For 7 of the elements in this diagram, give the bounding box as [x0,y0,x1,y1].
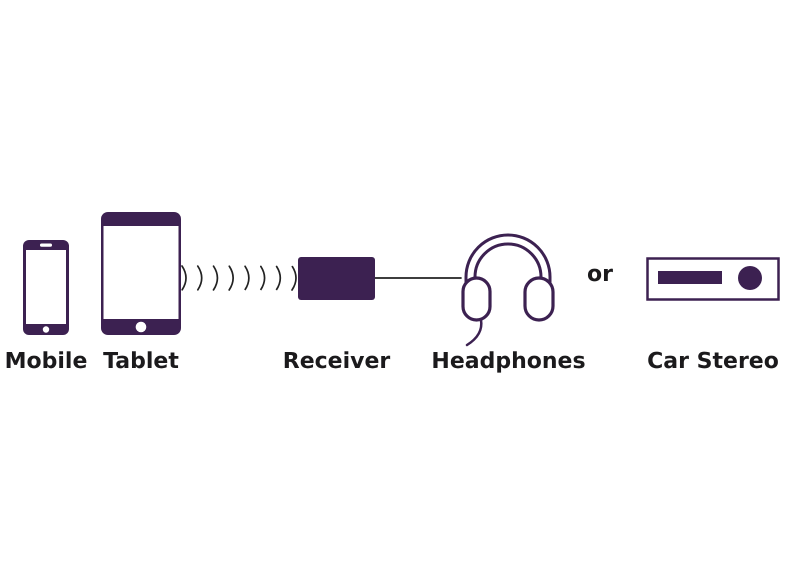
device-label: Receiver [282,349,390,375]
connector-line [374,277,462,279]
device-label: Mobile [4,349,88,375]
device-label: Headphones [431,349,586,375]
device-label: Tablet [103,349,179,375]
device-label: Car Stereo [647,349,779,375]
separator-word: or [587,262,613,288]
